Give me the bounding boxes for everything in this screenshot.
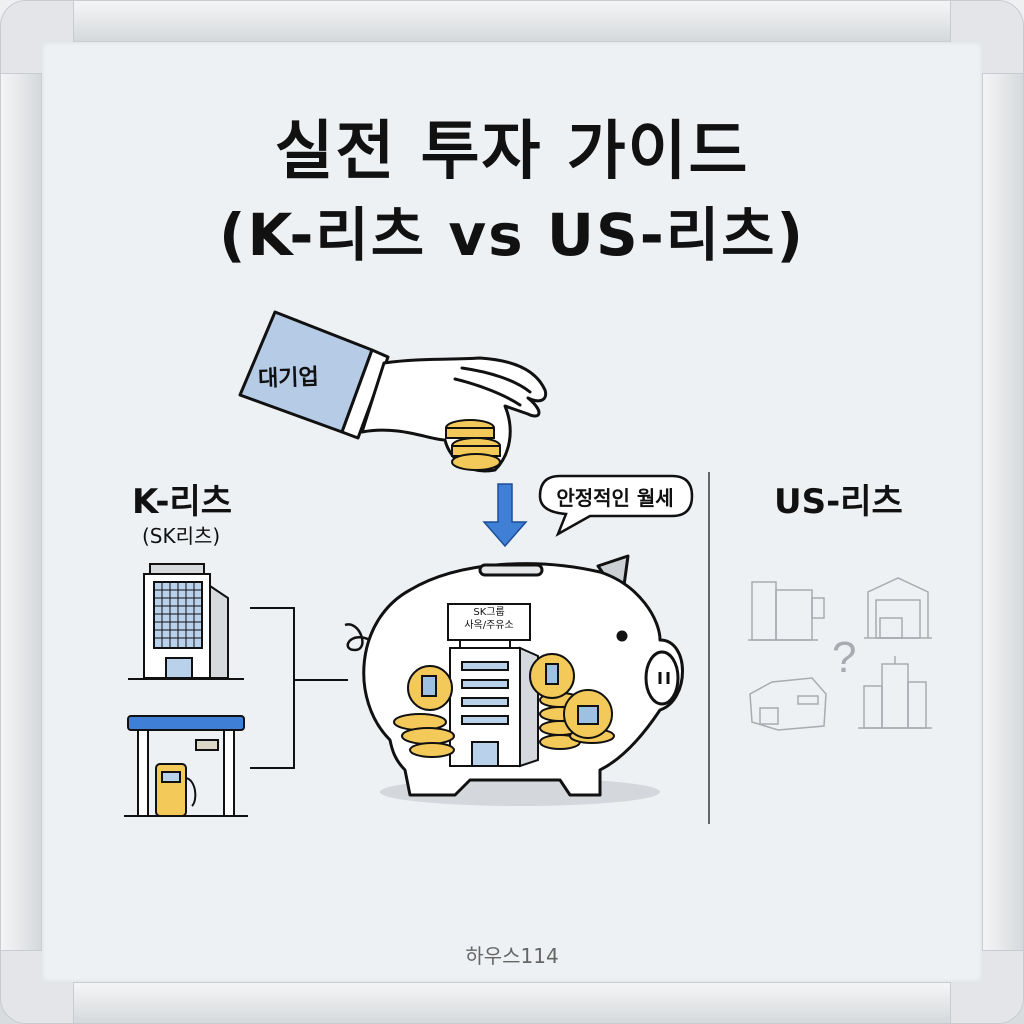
building-sign-line1: SK그룹 — [473, 607, 505, 618]
frame-rail-top — [40, 0, 984, 42]
speech-bubble — [538, 474, 694, 537]
svg-text:?: ? — [832, 633, 856, 682]
factory-icon — [749, 677, 827, 731]
page-title: 실전 투자 가이드 — [274, 115, 750, 189]
us-reits-icons: ? — [748, 577, 932, 731]
gas-station-icon — [124, 715, 248, 817]
building-sign-line2: 사옥/주유소 — [464, 620, 514, 631]
section-divider — [708, 472, 710, 824]
apartment-icon — [858, 656, 932, 729]
page-subtitle: (K-리츠 vs US-리츠) — [218, 201, 806, 269]
office-building-icon — [748, 581, 825, 641]
connector-lines — [250, 607, 348, 769]
footer-brand: 하우스114 — [465, 944, 559, 968]
coin-stack-icon — [445, 419, 501, 471]
coin-stack-icon — [393, 653, 615, 758]
frame-rail-right — [982, 40, 1024, 984]
k-reits-label: K-리츠 — [132, 482, 233, 522]
speech-bubble-text: 안정적인 월세 — [556, 486, 674, 510]
frame-rail-left — [0, 40, 42, 984]
us-reits-label: US-리츠 — [774, 482, 903, 522]
hand-icon — [238, 310, 548, 473]
sleeve-label: 대기업 — [257, 364, 320, 393]
question-mark-icon: ? — [832, 633, 856, 682]
building-sign: SK그룹 사옥/주유소 — [450, 606, 528, 632]
office-building-icon — [447, 603, 539, 768]
k-reits-sublabel: (SK리츠) — [142, 524, 221, 548]
warehouse-icon — [864, 577, 932, 639]
office-building-icon — [128, 563, 244, 680]
down-arrow-icon — [482, 483, 528, 548]
